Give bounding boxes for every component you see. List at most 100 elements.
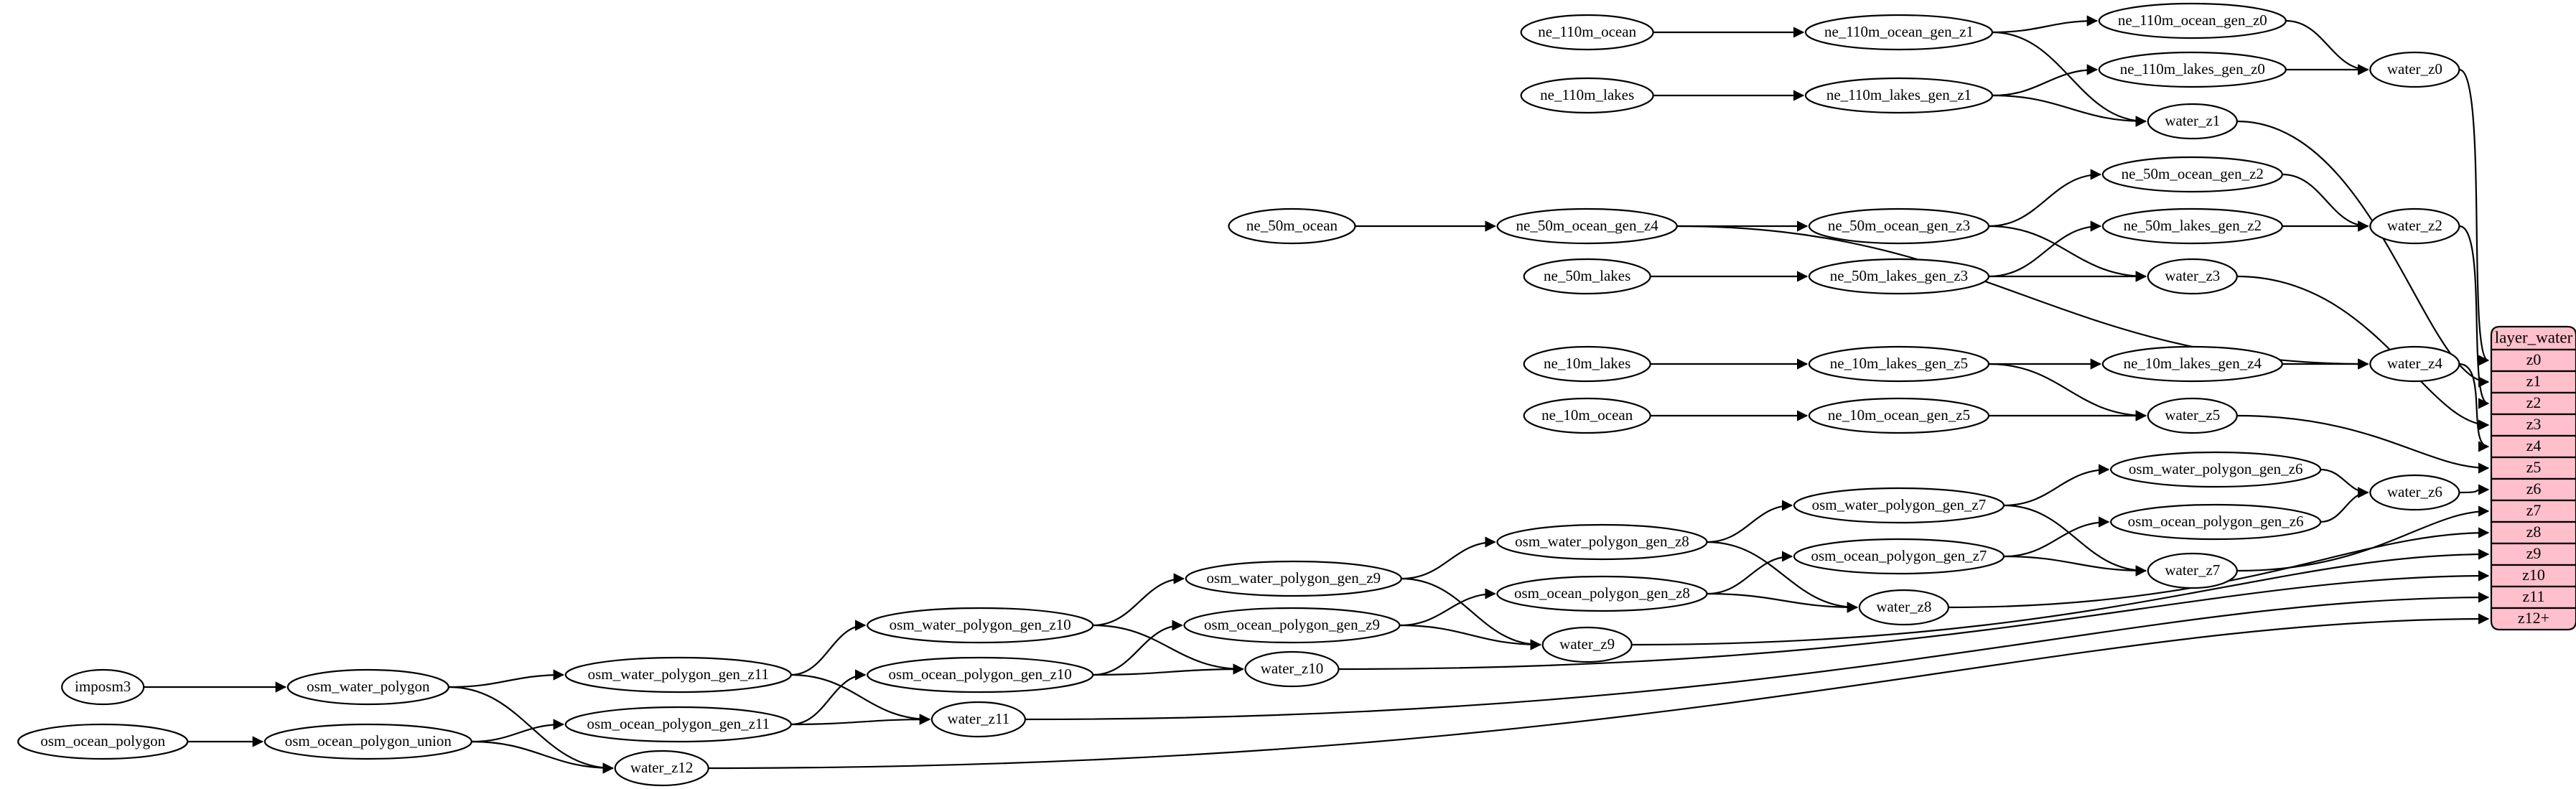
node-osm_water_polygon_gen_z9[interactable]: osm_water_polygon_gen_z9 (1185, 560, 1402, 597)
node-ellipse (2101, 345, 2283, 383)
node-water_z8[interactable]: water_z8 (1858, 589, 1949, 626)
node-ellipse (2369, 207, 2460, 245)
node-osm_water_polygon_gen_z6[interactable]: osm_water_polygon_gen_z6 (2110, 451, 2322, 488)
node-ne_110m_ocean_gen_z1[interactable]: ne_110m_ocean_gen_z1 (1804, 14, 1994, 51)
node-label: water_z8 (1876, 598, 1931, 615)
node-water_z12[interactable]: water_z12 (614, 750, 709, 787)
node-water_z5[interactable]: water_z5 (2147, 397, 2238, 434)
table-row-z8[interactable] (2490, 520, 2576, 545)
table-row-label: z5 (2526, 458, 2542, 476)
node-ne_50m_lakes_gen_z2[interactable]: ne_50m_lakes_gen_z2 (2101, 207, 2283, 245)
node-osm_ocean_polygon_gen_z8[interactable]: osm_ocean_polygon_gen_z8 (1496, 575, 1708, 612)
node-osm_ocean_polygon_gen_z6[interactable]: osm_ocean_polygon_gen_z6 (2110, 503, 2322, 541)
table-row-z1[interactable] (2490, 370, 2576, 394)
node-osm_water_polygon_gen_z10[interactable]: osm_water_polygon_gen_z10 (867, 607, 1094, 644)
edge-osm_ocean_polygon_gen_z7-to-water_z7 (2003, 555, 2147, 576)
edge-ne_110m_lakes_gen_z1-to-water_z1 (1992, 94, 2147, 127)
node-ne_50m_ocean_gen_z2[interactable]: ne_50m_ocean_gen_z2 (2101, 156, 2283, 193)
node-ellipse (1523, 258, 1651, 295)
table-row-z11[interactable] (2490, 585, 2576, 610)
node-ne_50m_ocean[interactable]: ne_50m_ocean (1228, 207, 1356, 245)
node-ne_110m_ocean_gen_z0[interactable]: ne_110m_ocean_gen_z0 (2098, 2, 2287, 39)
node-water_z4[interactable]: water_z4 (2369, 345, 2460, 383)
edge-osm_ocean_polygon_gen_z9-to-water_z9 (1399, 624, 1541, 650)
edge-water_z4-to-table-z4 (2459, 363, 2490, 452)
node-label: ne_110m_ocean_gen_z0 (2118, 11, 2267, 29)
node-label: ne_10m_ocean_gen_z5 (1828, 406, 1970, 424)
node-osm_ocean_polygon_gen_z10[interactable]: osm_ocean_polygon_gen_z10 (867, 656, 1094, 694)
node-label: osm_ocean_polygon_gen_z10 (888, 666, 1071, 683)
node-ne_10m_ocean[interactable]: ne_10m_ocean (1523, 397, 1651, 434)
node-ne_10m_lakes_gen_z4[interactable]: ne_10m_lakes_gen_z4 (2101, 345, 2283, 383)
node-ellipse (1183, 607, 1401, 644)
edge-water_z11-to-table-z11 (1025, 592, 2490, 721)
edge-water_z8-to-table-z8 (1948, 527, 2490, 609)
node-ellipse (1808, 258, 1990, 295)
node-label: water_z10 (1261, 660, 1323, 677)
node-label: ne_50m_ocean (1246, 217, 1338, 234)
node-label: osm_ocean_polygon_gen_z6 (2128, 513, 2304, 530)
node-ellipse (1244, 650, 1340, 688)
edge-osm_water_polygon-to-water_z12 (448, 686, 614, 774)
node-ellipse (1804, 77, 1994, 114)
table-row-label: z7 (2526, 501, 2542, 519)
node-water_z7[interactable]: water_z7 (2147, 552, 2238, 589)
node-osm_water_polygon_gen_z7[interactable]: osm_water_polygon_gen_z7 (1793, 487, 2005, 524)
node-ne_10m_lakes[interactable]: ne_10m_lakes (1523, 345, 1651, 383)
table-row-z7[interactable] (2490, 499, 2576, 523)
node-ellipse (1496, 575, 1708, 612)
node-label: osm_water_polygon_gen_z7 (1812, 496, 1987, 513)
node-label: osm_water_polygon_gen_z11 (588, 666, 769, 683)
node-ne_110m_lakes_gen_z0[interactable]: ne_110m_lakes_gen_z0 (2098, 51, 2287, 88)
node-ne_50m_lakes_gen_z3[interactable]: ne_50m_lakes_gen_z3 (1808, 258, 1990, 295)
node-osm_ocean_polygon_gen_z7[interactable]: osm_ocean_polygon_gen_z7 (1793, 538, 2005, 575)
node-ellipse (1520, 14, 1654, 51)
node-label: ne_110m_lakes_gen_z1 (1826, 86, 1971, 103)
node-water_z2[interactable]: water_z2 (2369, 207, 2460, 245)
node-ellipse (1808, 207, 1990, 245)
node-ne_110m_lakes[interactable]: ne_110m_lakes (1520, 77, 1654, 114)
node-water_z6[interactable]: water_z6 (2369, 474, 2460, 511)
node-ne_50m_lakes[interactable]: ne_50m_lakes (1523, 258, 1651, 295)
edge-ne_110m_ocean_gen_z0-to-water_z0 (2285, 19, 2369, 75)
table-row-label: z4 (2526, 436, 2542, 454)
node-label: osm_water_polygon_gen_z8 (1515, 533, 1689, 550)
node-water_z0[interactable]: water_z0 (2369, 51, 2460, 88)
node-osm_ocean_polygon[interactable]: osm_ocean_polygon (17, 723, 189, 760)
edge-osm_water_polygon_gen_z7-to-water_z7 (2003, 504, 2147, 576)
node-water_z1[interactable]: water_z1 (2147, 103, 2238, 140)
node-osm_water_polygon_gen_z8[interactable]: osm_water_polygon_gen_z8 (1496, 523, 1708, 561)
node-osm_water_polygon_gen_z11[interactable]: osm_water_polygon_gen_z11 (564, 656, 792, 694)
node-ellipse (867, 607, 1094, 644)
node-osm_water_polygon[interactable]: osm_water_polygon (286, 668, 449, 706)
table-row-z4[interactable] (2490, 434, 2576, 459)
node-imposm3[interactable]: imposm3 (61, 668, 145, 706)
table-row-z10[interactable] (2490, 564, 2576, 588)
table-row-z0[interactable] (2490, 348, 2576, 373)
table-row-z3[interactable] (2490, 413, 2576, 437)
node-water_z9[interactable]: water_z9 (1541, 626, 1633, 663)
node-ellipse (1496, 207, 1678, 245)
edge-ne_110m_lakes_gen_z1-to-ne_110m_lakes_gen_z0 (1992, 64, 2099, 97)
node-osm_ocean_polygon_gen_z11[interactable]: osm_ocean_polygon_gen_z11 (564, 706, 792, 743)
node-water_z10[interactable]: water_z10 (1244, 650, 1340, 688)
node-ne_50m_ocean_gen_z4[interactable]: ne_50m_ocean_gen_z4 (1496, 207, 1678, 245)
table-row-z2[interactable] (2490, 391, 2576, 416)
node-ne_110m_lakes_gen_z1[interactable]: ne_110m_lakes_gen_z1 (1804, 77, 1994, 114)
table-row-z5[interactable] (2490, 456, 2576, 480)
node-ne_10m_ocean_gen_z5[interactable]: ne_10m_ocean_gen_z5 (1808, 397, 1990, 434)
node-osm_ocean_polygon_gen_z9[interactable]: osm_ocean_polygon_gen_z9 (1183, 607, 1401, 644)
node-ne_50m_ocean_gen_z3[interactable]: ne_50m_ocean_gen_z3 (1808, 207, 1990, 245)
node-ne_110m_ocean[interactable]: ne_110m_ocean (1520, 14, 1654, 51)
edge-water_z6-to-table-z6 (2459, 484, 2490, 495)
edge-osm_ocean_polygon_union-to-osm_ocean_polygon_gen_z11 (471, 719, 565, 743)
node-osm_ocean_polygon_union[interactable]: osm_ocean_polygon_union (263, 723, 472, 760)
table-row-z9[interactable] (2490, 542, 2576, 566)
node-water_z3[interactable]: water_z3 (2147, 258, 2238, 295)
node-water_z11[interactable]: water_z11 (930, 701, 1027, 738)
node-ne_10m_lakes_gen_z5[interactable]: ne_10m_lakes_gen_z5 (1808, 345, 1990, 383)
edge-osm_ocean_polygon_gen_z10-to-water_z10 (1093, 663, 1244, 676)
node-label: ne_10m_lakes (1544, 355, 1630, 372)
table-row-z6[interactable] (2490, 477, 2576, 502)
